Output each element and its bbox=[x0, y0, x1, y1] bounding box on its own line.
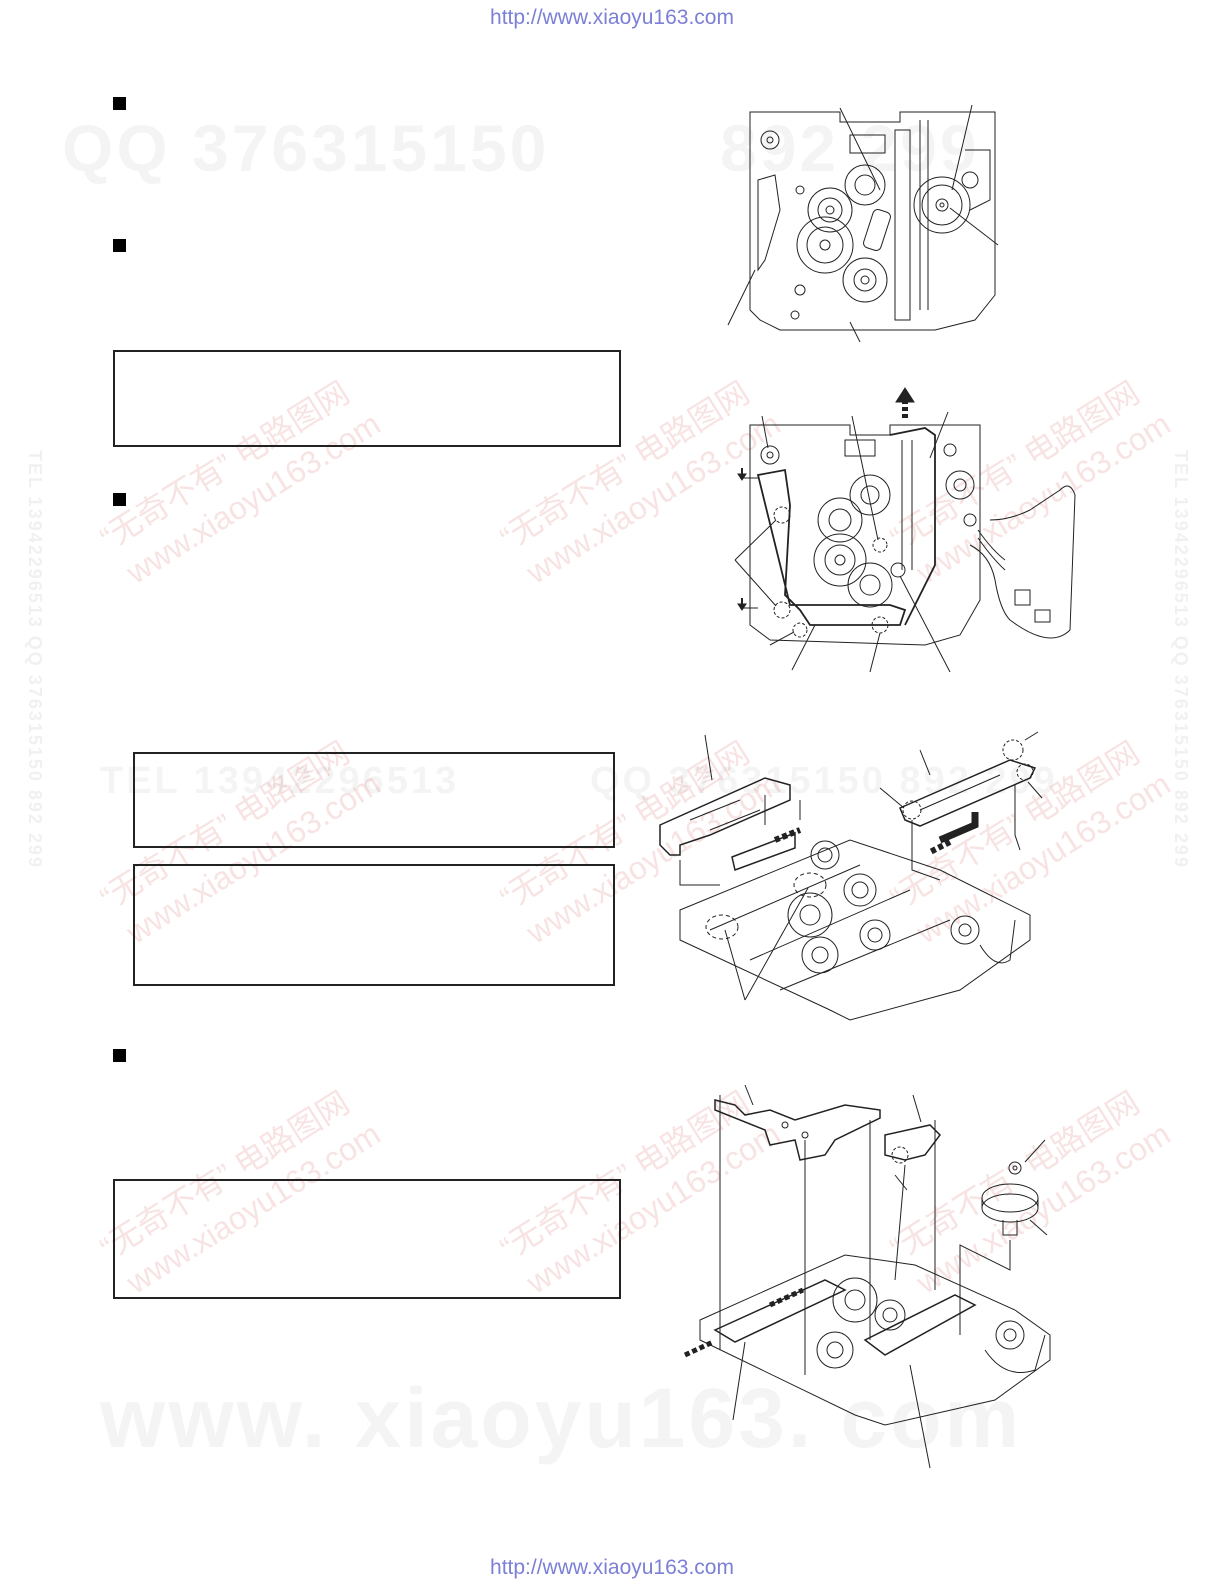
watermark-middle: QQ 376315150 892 299 bbox=[590, 760, 1058, 803]
watermark-number: 892 299 bbox=[720, 110, 980, 186]
watermark-vertical-right: TEL 13942296513 QQ 376315150 892 299 bbox=[1171, 450, 1191, 869]
section-bullet-1 bbox=[113, 97, 126, 110]
footer-url[interactable]: http://www.xiaoyu163.com bbox=[490, 1556, 734, 1579]
note-box-2 bbox=[133, 752, 615, 848]
figure-mechanism-release bbox=[730, 380, 1090, 675]
watermark-bottom: www. xiaoyu163. com bbox=[100, 1370, 1022, 1467]
figure-exploded-slider bbox=[650, 730, 1050, 1030]
note-box-3 bbox=[133, 864, 615, 986]
watermark-vertical-left: TEL 13942296513 QQ 376315150 892 299 bbox=[25, 450, 45, 869]
watermark-qq: QQ 376315150 bbox=[62, 110, 549, 186]
note-box-4 bbox=[113, 1179, 621, 1299]
header-url[interactable]: http://www.xiaoyu163.com bbox=[490, 6, 734, 29]
section-bullet-4 bbox=[113, 1049, 126, 1062]
note-box-1 bbox=[113, 350, 621, 447]
figure-exploded-gear bbox=[675, 1080, 1060, 1475]
figure-mechanism-top-view bbox=[720, 100, 1010, 345]
watermark-tel: TEL 13942296513 bbox=[100, 760, 459, 803]
section-bullet-2 bbox=[113, 239, 126, 252]
section-bullet-3 bbox=[113, 493, 126, 506]
